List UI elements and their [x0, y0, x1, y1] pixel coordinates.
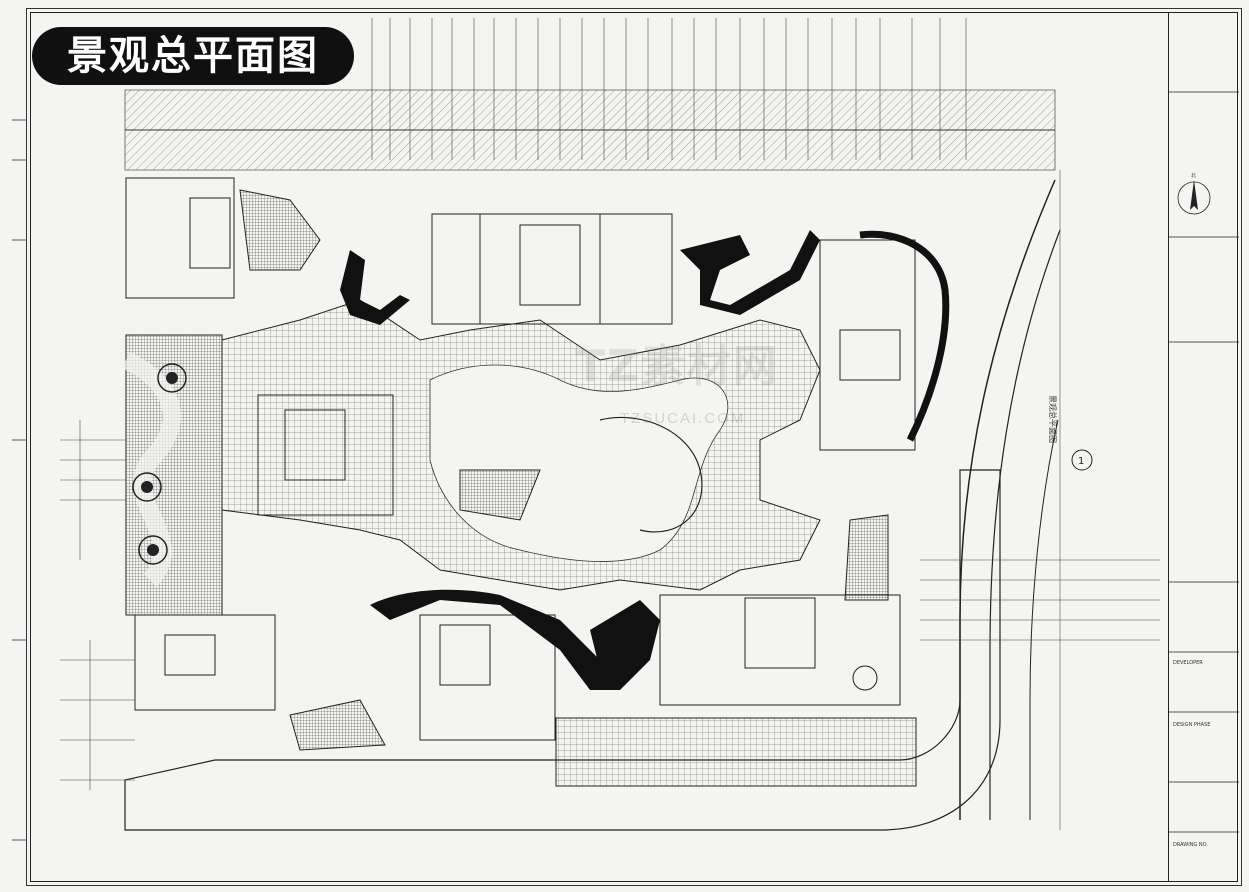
design-label: DESIGN PHASE: [1173, 722, 1211, 728]
drawing-no-label: DRAWING NO.: [1173, 842, 1208, 848]
north-label: 北: [1191, 173, 1197, 179]
building-sw: [134, 614, 276, 711]
drawing-caption: 景观总平面图: [1048, 395, 1057, 443]
sheet-inner-border: [30, 12, 1238, 882]
callout-lines-left: [60, 420, 135, 790]
east-road: [959, 179, 1056, 820]
building-east: [819, 230, 950, 451]
watermark-url: TZSUCAI.COM: [620, 410, 746, 427]
east-planting: [844, 514, 889, 601]
south-road: [124, 469, 1001, 831]
building-west-centre: [257, 394, 394, 516]
callout-lines-right: [920, 559, 1160, 641]
building-nw: [125, 177, 321, 299]
title-block: 北 DEVELOPER DESIGN PHASE DRAWING NO.: [1168, 12, 1239, 882]
water-feature-south: [370, 589, 620, 690]
sheet-outer-border: [26, 8, 1242, 886]
building-north: [431, 213, 673, 325]
water-feature-ne: [680, 230, 820, 315]
building-south-centre: [419, 614, 556, 741]
south-parking: [555, 717, 917, 787]
water-feature-north: [340, 250, 410, 325]
drawing-number-circle: [1071, 449, 1093, 471]
page-title: 景观总平面图: [32, 27, 354, 85]
watermark-brand: TZ素材网: [575, 341, 779, 392]
developer-label: DEVELOPER: [1173, 660, 1203, 666]
building-south: [659, 594, 901, 706]
svg-text:1: 1: [1078, 456, 1084, 467]
sw-planting: [289, 699, 386, 751]
water-feature-se: [590, 600, 660, 690]
